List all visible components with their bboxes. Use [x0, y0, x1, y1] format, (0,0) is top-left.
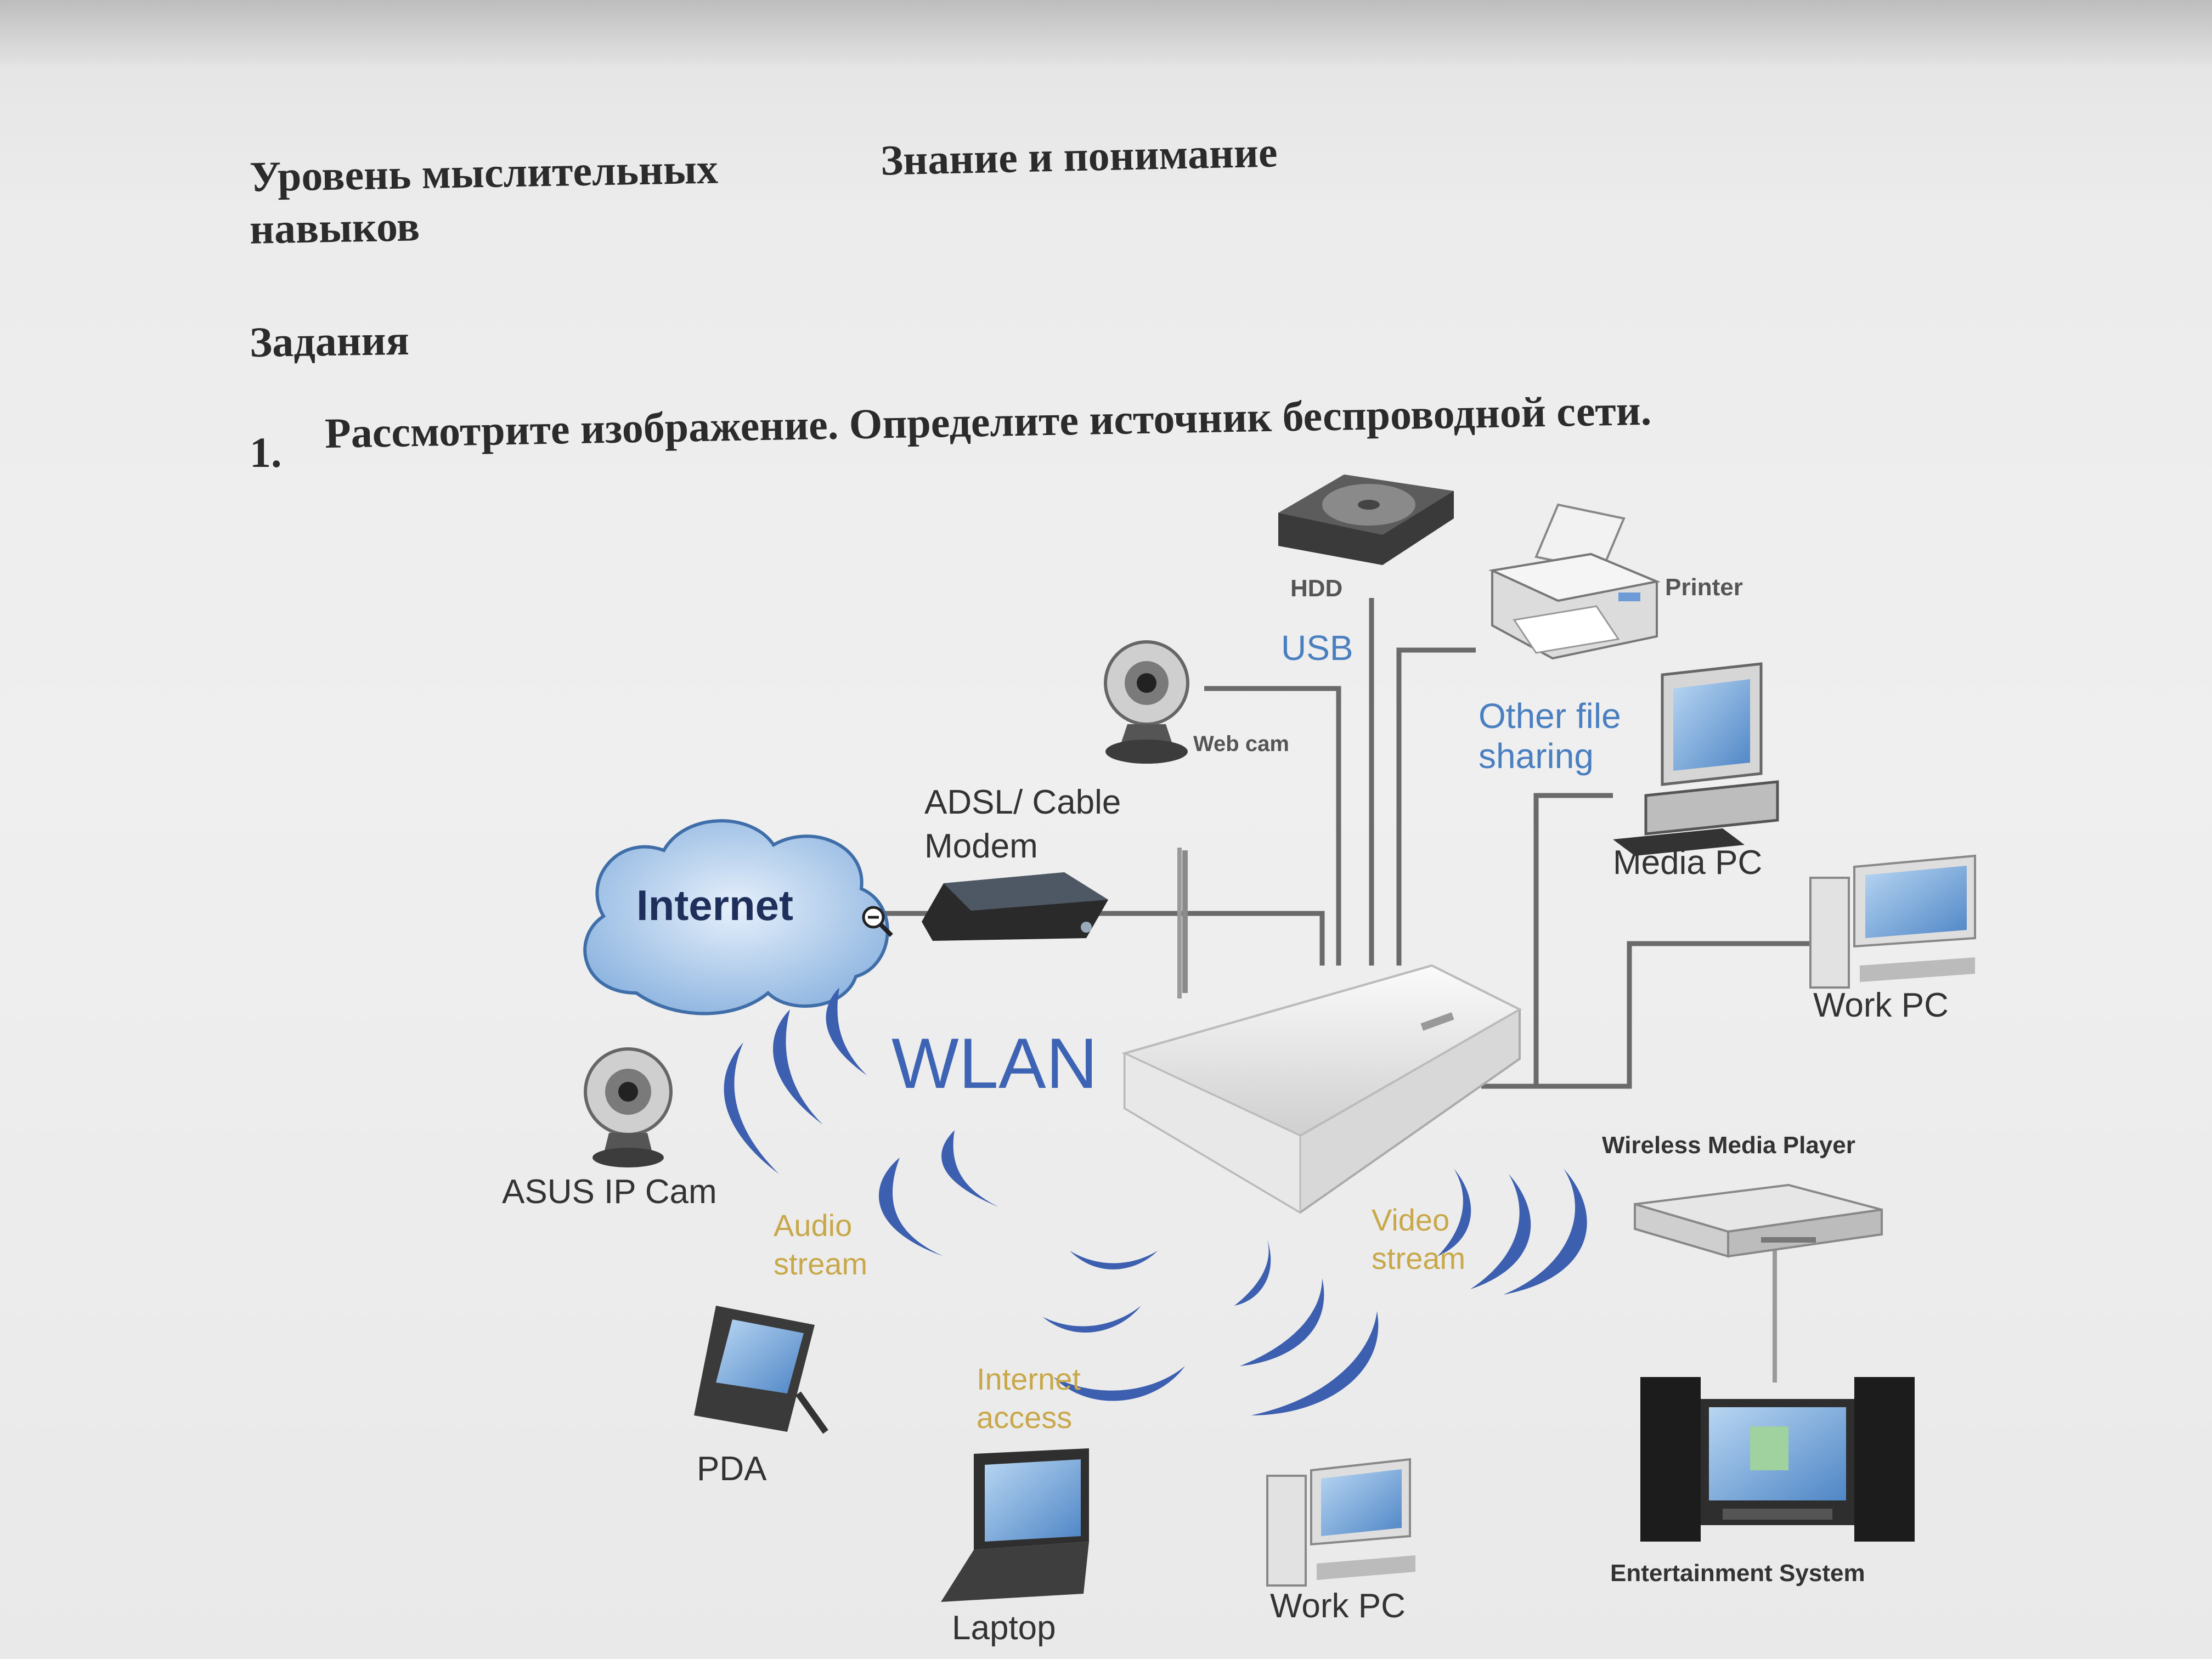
laptop-icon: [941, 1448, 1089, 1602]
work-pc-right-label: Work PC: [1813, 986, 1949, 1024]
wireless-media-player-icon: [1634, 1183, 1883, 1258]
internet-access-label-1: Internet: [977, 1362, 1081, 1396]
work-pc-icon-right: [1809, 854, 1976, 989]
pda-icon: [694, 1306, 828, 1434]
media-pc-icon: [1613, 662, 1779, 856]
wireless-media-player-label: Wireless Media Player: [1602, 1132, 1855, 1159]
printer-label: Printer: [1665, 574, 1743, 601]
media-pc-label: Media PC: [1613, 844, 1763, 882]
router-icon: [1121, 850, 1522, 1214]
task-1-number: 1.: [250, 428, 282, 476]
monitor-top-edge: [0, 0, 2212, 66]
video-stream-label-2: stream: [1372, 1241, 1466, 1276]
web-cam-label: Web cam: [1193, 732, 1289, 756]
printer-icon: [1488, 503, 1661, 660]
modem-icon: [922, 872, 1108, 941]
wlan-waves: [724, 988, 1587, 1415]
webcam-icon: [1104, 640, 1189, 764]
other-file-sharing-label-1: Other file: [1479, 696, 1621, 736]
work-pc-icon-bottom: [1266, 1458, 1415, 1587]
hdd-icon: [1278, 475, 1454, 565]
audio-stream-label-1: Audio: [774, 1208, 853, 1243]
magnifier-cursor-icon: [862, 906, 893, 937]
ip-cam-icon: [584, 1047, 673, 1167]
asus-ip-cam-label: ASUS IP Cam: [502, 1173, 717, 1211]
video-stream-label-1: Video: [1372, 1203, 1450, 1237]
other-file-sharing-label-2: sharing: [1479, 736, 1594, 776]
internet-cloud-icon: [583, 819, 889, 1015]
laptop-label: Laptop: [952, 1609, 1056, 1647]
audio-stream-label-2: stream: [774, 1246, 868, 1281]
entertainment-system-label: Entertainment System: [1610, 1560, 1865, 1587]
internet-label: Internet: [636, 881, 794, 929]
pda-label: PDA: [697, 1450, 767, 1488]
internet-access-label-2: access: [977, 1400, 1073, 1435]
adsl-modem-label-2: Modem: [924, 827, 1038, 865]
work-pc-bottom-label: Work PC: [1270, 1587, 1406, 1625]
adsl-modem-label-1: ADSL/ Cable: [924, 783, 1121, 821]
hdd-label: HDD: [1290, 575, 1343, 602]
usb-label: USB: [1281, 628, 1353, 668]
entertainment-system-icon: [1640, 1377, 1915, 1542]
wlan-label: WLAN: [891, 1023, 1098, 1103]
